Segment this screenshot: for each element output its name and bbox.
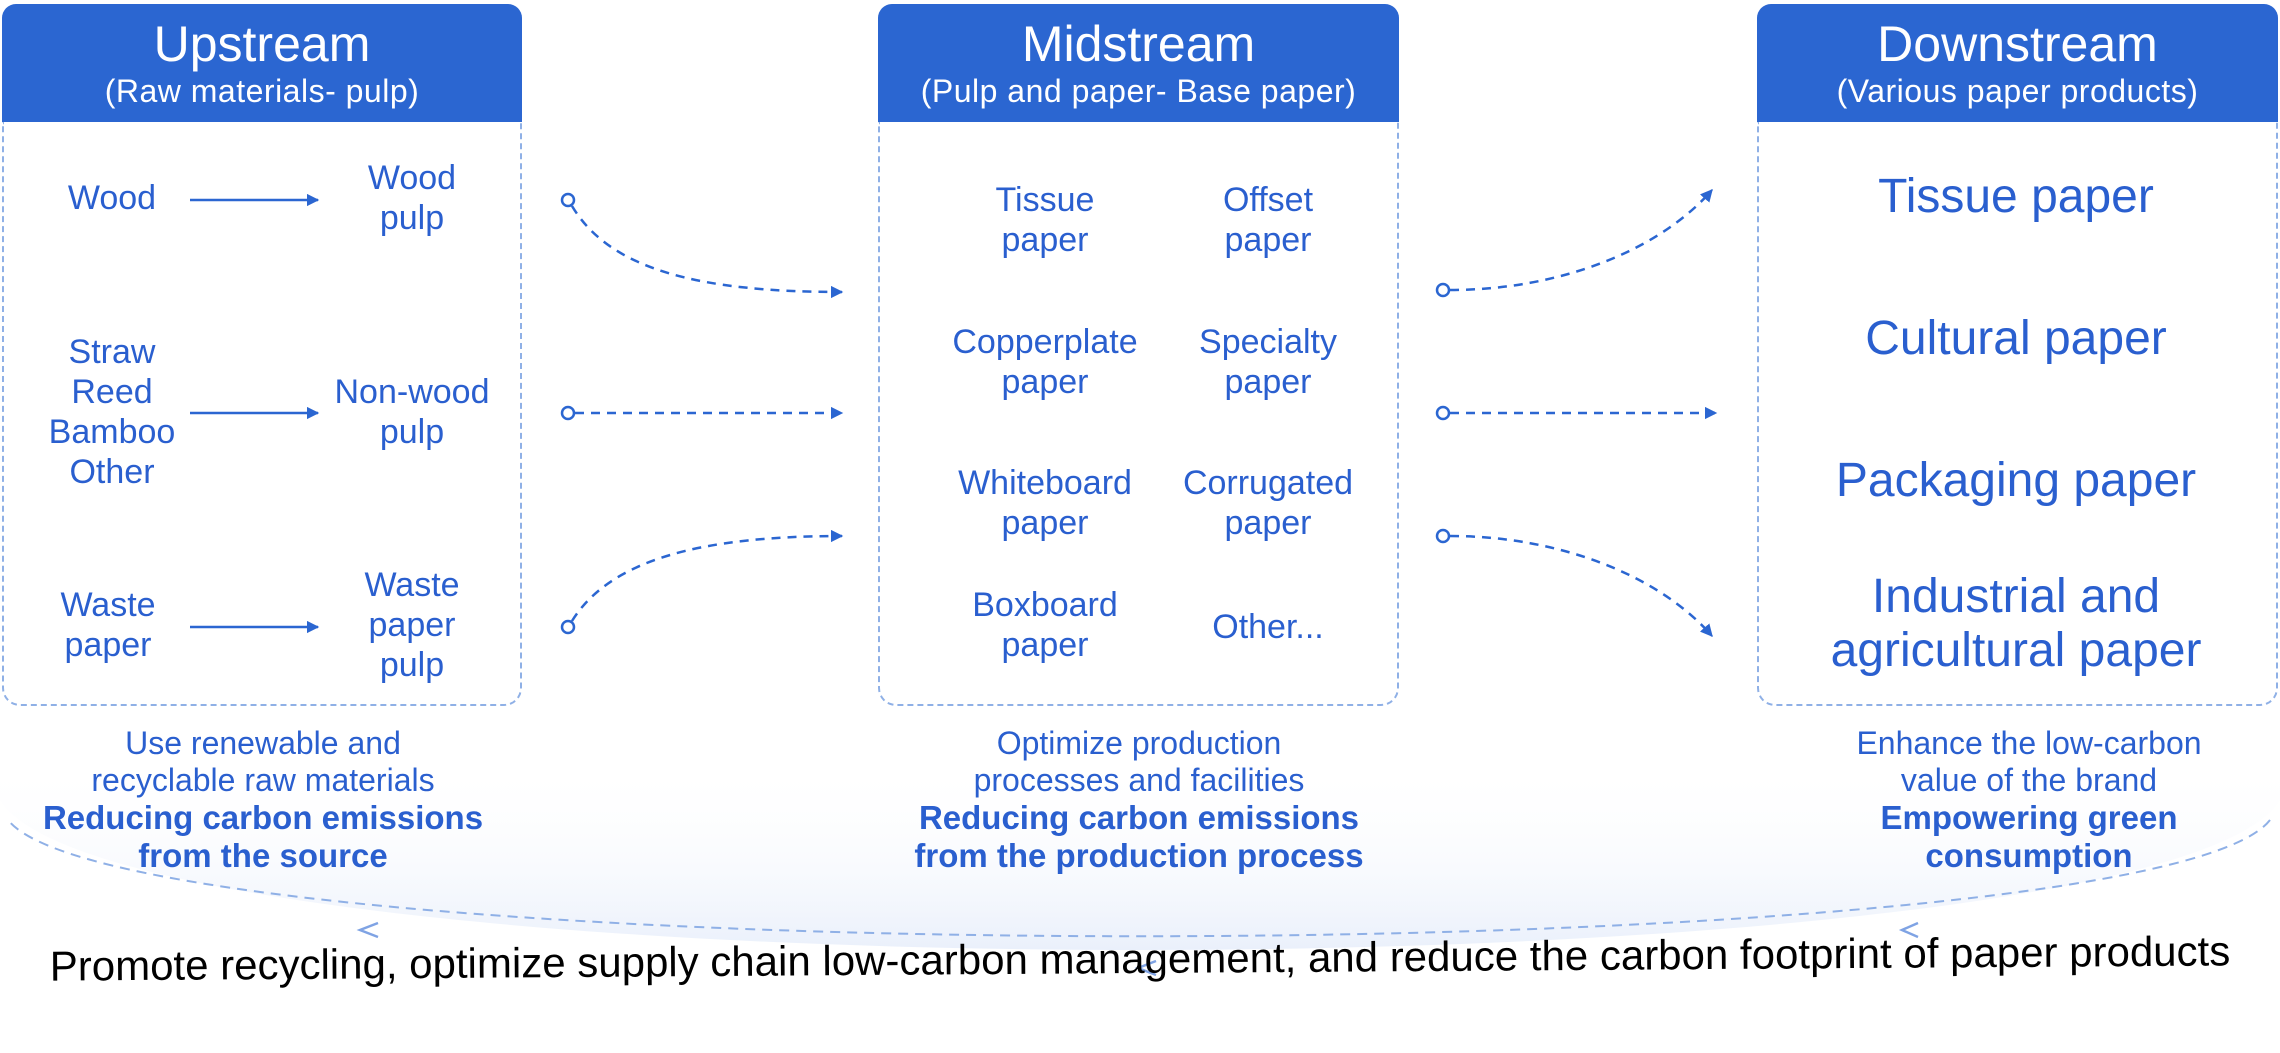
curve-up-3 xyxy=(570,529,844,622)
down-packaging-paper: Packaging paper xyxy=(1835,454,2197,507)
downstream-body xyxy=(1757,122,2278,706)
downstream-panel: Downstream (Various paper products) xyxy=(1757,4,2278,706)
curve-mid-3 xyxy=(1449,534,1713,637)
recycle-loop-fill xyxy=(0,760,2280,950)
recycle-loop-arc xyxy=(7,819,2271,938)
curve-up-1 xyxy=(570,205,844,299)
upstream-caption: Use renewable and recyclable raw materia… xyxy=(42,725,484,874)
loop-chevron-middle xyxy=(1134,959,1157,977)
midstream-caption: Optimize production processes and facili… xyxy=(914,725,1364,874)
midstream-header: Midstream (Pulp and paper- Base paper) xyxy=(878,4,1399,122)
node-up-3 xyxy=(560,619,576,635)
upstream-header: Upstream (Raw materials- pulp) xyxy=(2,4,522,122)
upstream-panel: Upstream (Raw materials- pulp) xyxy=(2,4,522,706)
node-up-1 xyxy=(560,192,576,208)
loop-chevron-left xyxy=(356,921,379,939)
mid-other: Other... xyxy=(1212,608,1324,646)
upstream-body xyxy=(2,122,522,706)
midstream-title: Midstream xyxy=(1021,16,1256,72)
down-tissue-paper: Tissue paper xyxy=(1878,170,2154,223)
down-cultural-paper: Cultural paper xyxy=(1865,312,2167,365)
midstream-subtitle: (Pulp and paper- Base paper) xyxy=(920,73,1357,109)
downstream-header: Downstream (Various paper products) xyxy=(1757,4,2278,122)
downstream-title: Downstream xyxy=(1877,16,2158,72)
downstream-caption: Enhance the low-carbon value of the bran… xyxy=(1856,725,2202,874)
loop-chevron-right xyxy=(1898,921,1919,939)
downstream-subtitle: (Various paper products) xyxy=(1836,73,2199,109)
upstream-title: Upstream xyxy=(153,16,371,72)
node-mid-2 xyxy=(1435,405,1451,421)
midstream-panel: Midstream (Pulp and paper- Base paper) xyxy=(878,4,1399,706)
upstream-subtitle: (Raw materials- pulp) xyxy=(104,73,420,109)
node-mid-3 xyxy=(1435,528,1451,544)
node-mid-1 xyxy=(1435,282,1451,298)
midstream-body xyxy=(878,122,1399,706)
node-up-2 xyxy=(560,405,576,421)
curve-mid-1 xyxy=(1449,189,1713,292)
up-source-wood: Wood xyxy=(67,179,157,217)
